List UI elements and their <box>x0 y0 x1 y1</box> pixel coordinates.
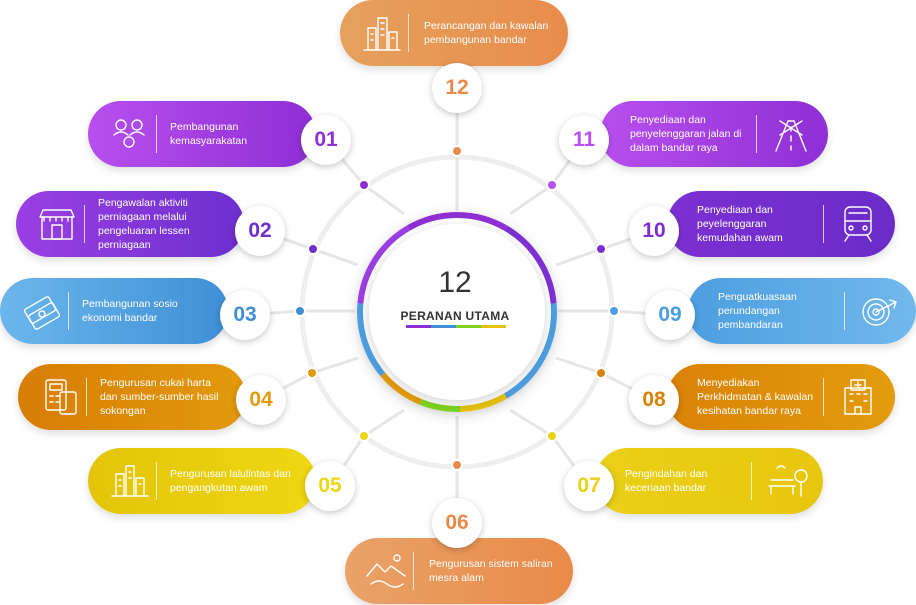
ring-dot <box>546 179 558 191</box>
role-item-08: Menyediakan Perkhidmatan & kawalan kesih… <box>667 364 895 430</box>
role-item-05: Pengurusan lalulintas dan pengangkutan a… <box>88 448 316 514</box>
role-item-04: Pengurusan cukai harta dan sumber-sumber… <box>18 364 246 430</box>
connector-line <box>555 247 602 267</box>
role-item-09: Penguatkuasaan perundangan pembandaran <box>688 278 916 344</box>
divider <box>823 378 824 416</box>
hospital-building-icon <box>835 374 881 420</box>
ring-dot <box>294 305 306 317</box>
role-number-badge: 03 <box>220 290 270 340</box>
divider <box>84 205 85 243</box>
center-color-ring <box>357 212 557 412</box>
center-underline <box>406 325 506 328</box>
city-buildings-icon <box>358 10 404 56</box>
connector-line <box>509 183 553 216</box>
role-item-02: Pengawalan aktiviti perniagaan melalui p… <box>16 191 244 257</box>
center-subtitle: PERANAN UTAMA <box>400 309 510 323</box>
target-enforcement-icon <box>856 288 902 334</box>
role-number-badge: 08 <box>629 375 679 425</box>
role-number-badge: 12 <box>432 63 482 113</box>
divider <box>844 292 845 330</box>
role-label: Pembangunan sosio ekonomi bandar <box>82 298 178 324</box>
ring-dot <box>608 305 620 317</box>
role-label: Pengurusan cukai harta dan sumber-sumber… <box>100 377 219 417</box>
role-label: Pengawalan aktiviti perniagaan melalui p… <box>98 197 190 251</box>
storefront-icon <box>34 201 80 247</box>
divider <box>156 115 157 153</box>
ring-dot <box>595 367 607 379</box>
role-label: Menyediakan Perkhidmatan & kawalan kesih… <box>697 377 814 417</box>
connector-line <box>312 247 359 267</box>
connector-line <box>555 356 602 375</box>
ring-dot <box>451 145 463 157</box>
role-label: Penguatkuasaan perundangan pembandaran <box>718 291 797 331</box>
ring-dot <box>546 430 558 442</box>
role-item-11: Penyediaan dan penyelenggaran jalan di d… <box>600 101 828 167</box>
divider <box>756 115 757 153</box>
role-label: Pengurusan sistem saliran mesra alam <box>429 558 553 584</box>
center-ring-arc <box>503 303 557 399</box>
divider <box>751 462 752 500</box>
ring-dot <box>595 243 607 255</box>
role-label: Penyediaan dan peyelenggaran kemudahan a… <box>697 204 783 244</box>
role-number-badge: 04 <box>236 375 286 425</box>
role-item-06: Pengurusan sistem saliran mesra alam <box>345 538 573 604</box>
divider <box>823 205 824 243</box>
role-item-07: Pengindahan dan keceriaan bandar <box>595 448 823 514</box>
center-ring-arc <box>460 393 507 412</box>
role-number-badge: 07 <box>564 461 614 511</box>
role-number-badge: 06 <box>432 498 482 548</box>
ring-dot <box>358 179 370 191</box>
center-circle <box>357 212 557 412</box>
ring-dot <box>306 367 318 379</box>
ring-dot <box>307 243 319 255</box>
center-ring-arc <box>357 303 386 377</box>
ring-dot <box>451 459 463 471</box>
role-item-01: Pembangunan kemasyarakatan <box>88 101 316 167</box>
center-ring-arc <box>357 225 411 304</box>
center-ring-arc <box>503 225 557 304</box>
role-number-badge: 01 <box>301 115 351 165</box>
connector-line <box>311 356 359 375</box>
center-ring-arc <box>407 212 507 231</box>
role-label: Pembangunan kemasyarakatan <box>170 121 248 147</box>
center-title: 12 <box>438 266 472 299</box>
center-ring-arc <box>380 372 422 405</box>
community-people-icon <box>106 111 152 157</box>
role-label: Penyediaan dan penyelenggaran jalan di d… <box>630 114 742 154</box>
center-inner-circle <box>369 224 545 400</box>
road-maintenance-icon <box>768 111 814 157</box>
role-item-03: Pembangunan sosio ekonomi bandar <box>0 278 228 344</box>
role-number-badge: 02 <box>235 206 285 256</box>
calculator-tax-icon <box>36 374 82 420</box>
role-label: Perancangan dan kawalan pembangunan band… <box>424 20 549 46</box>
role-number-badge: 05 <box>305 461 355 511</box>
role-number-badge: 09 <box>645 290 695 340</box>
divider <box>156 462 157 500</box>
city-traffic-icon <box>106 458 152 504</box>
divider <box>408 14 409 52</box>
role-number-badge: 10 <box>629 206 679 256</box>
center-ring-arc <box>419 399 461 412</box>
role-label: Pengindahan dan keceriaan bandar <box>625 468 708 494</box>
divider <box>68 292 69 330</box>
role-item-10: Penyediaan dan peyelenggaran kemudahan a… <box>667 191 895 257</box>
landscape-drainage-icon <box>363 548 409 594</box>
ring-dot <box>358 430 370 442</box>
role-number-badge: 11 <box>559 115 609 165</box>
train-transit-icon <box>835 201 881 247</box>
divider <box>413 552 414 590</box>
connector-line <box>363 183 405 216</box>
money-banknotes-icon <box>18 288 64 334</box>
role-label: Pengurusan lalulintas dan pengangkutan a… <box>170 468 291 494</box>
connector-line <box>509 408 553 438</box>
divider <box>86 378 87 416</box>
role-item-12: Perancangan dan kawalan pembangunan band… <box>340 0 568 66</box>
connector-line <box>363 408 405 438</box>
park-bench-icon <box>763 458 809 504</box>
